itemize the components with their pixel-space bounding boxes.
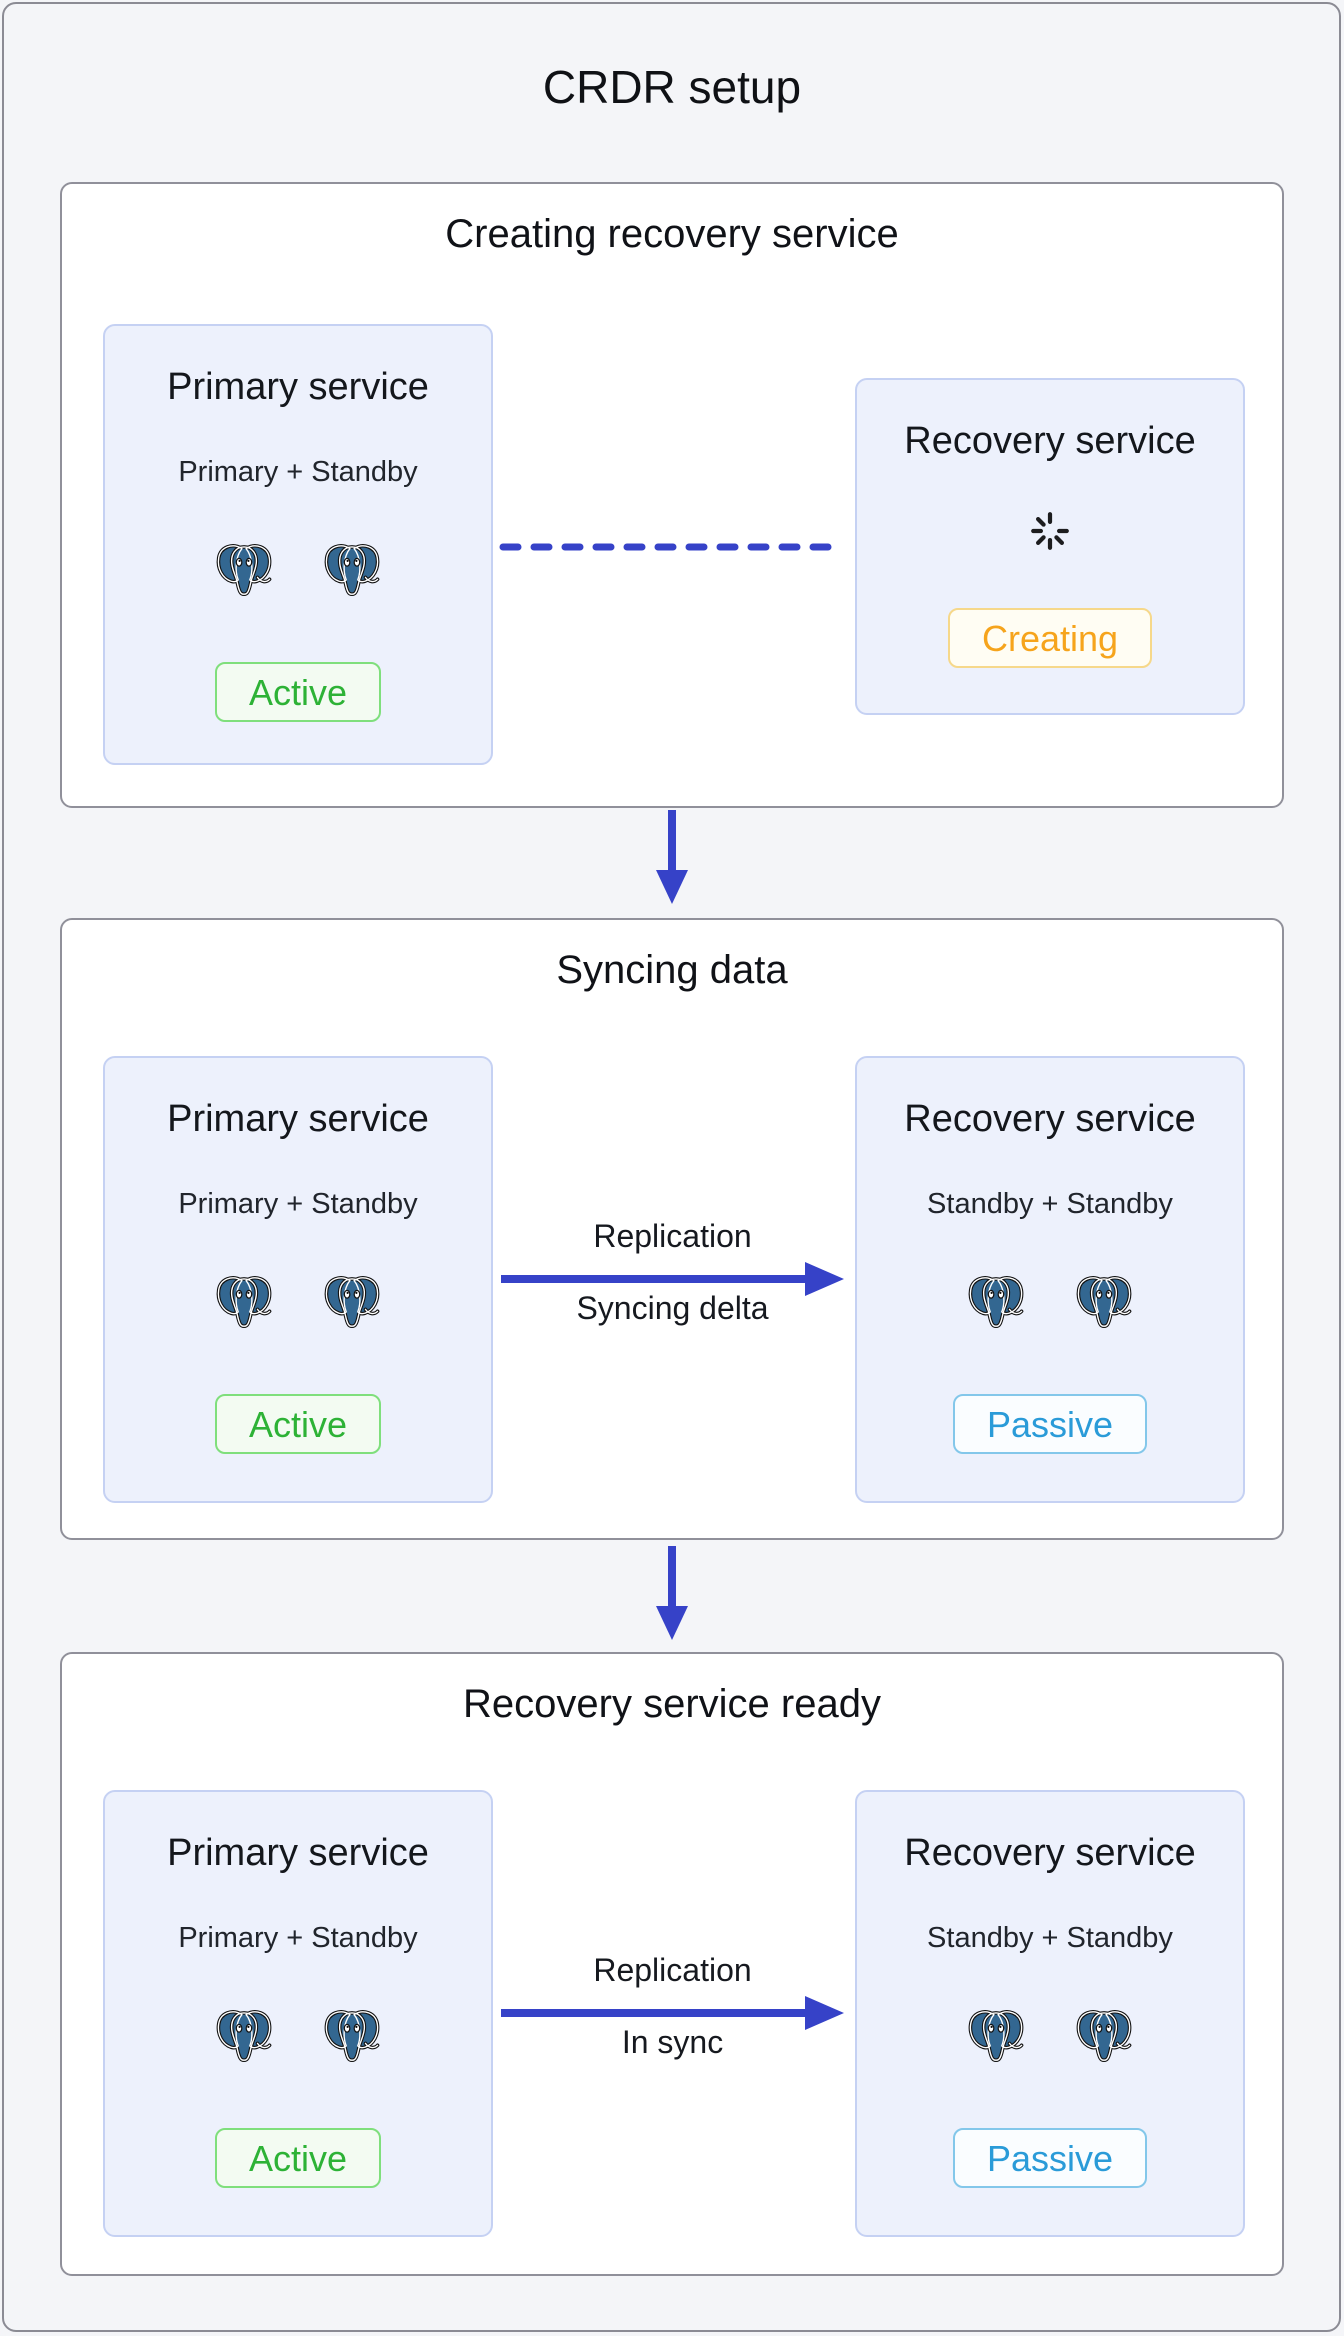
service-topology: Primary + Standby <box>178 1188 418 1220</box>
service-title: Primary service <box>167 1832 429 1874</box>
replication-label: Replication <box>593 1952 752 1988</box>
postgresql-elephant-icon <box>963 2006 1029 2072</box>
stage-panel-recovery-service-ready: Recovery service ready Primary service P… <box>60 1652 1284 2276</box>
service-title: Primary service <box>167 366 429 408</box>
replication-connector <box>499 1259 846 1299</box>
sync-state-label: In sync <box>621 2024 724 2060</box>
loading-spinner-icon <box>1027 508 1073 554</box>
primary-service-card: Primary service Primary + Standby Active <box>103 324 493 765</box>
database-instances <box>105 540 491 606</box>
stage-panel-creating-recovery-service: Creating recovery service Primary servic… <box>60 182 1284 808</box>
replication-label: Replication <box>593 1218 752 1254</box>
service-topology: Standby + Standby <box>927 1188 1173 1220</box>
status-badge-creating: Creating <box>947 608 1153 668</box>
database-instances <box>857 2006 1243 2072</box>
service-title: Primary service <box>167 1098 429 1140</box>
stage-heading: Syncing data <box>556 948 788 992</box>
dashed-link-icon <box>499 543 846 551</box>
service-title: Recovery service <box>904 420 1196 462</box>
flow-down-arrow-icon <box>656 810 688 904</box>
stage-heading: Recovery service ready <box>463 1682 881 1726</box>
replication-connector <box>499 1993 846 2033</box>
database-instances <box>105 1272 491 1338</box>
status-badge-active: Active <box>214 2128 382 2188</box>
recovery-service-card: Recovery service Creating <box>855 378 1245 715</box>
status-badge-active: Active <box>214 1394 382 1454</box>
service-topology: Primary + Standby <box>178 456 418 488</box>
postgresql-elephant-icon <box>1071 1272 1137 1338</box>
service-title: Recovery service <box>904 1832 1196 1874</box>
sync-state-label: Syncing delta <box>576 1290 769 1326</box>
service-title: Recovery service <box>904 1098 1196 1140</box>
status-badge-passive: Passive <box>952 1394 1148 1454</box>
stage-heading: Creating recovery service <box>445 212 899 256</box>
flow-down-arrow-icon <box>656 1546 688 1640</box>
database-instances <box>857 1272 1243 1338</box>
page-title: CRDR setup <box>542 61 802 113</box>
postgresql-elephant-icon <box>319 2006 385 2072</box>
postgresql-elephant-icon <box>319 1272 385 1338</box>
status-badge-passive: Passive <box>952 2128 1148 2188</box>
recovery-service-card: Recovery service Standby + Standby Passi… <box>855 1056 1245 1503</box>
postgresql-elephant-icon <box>1071 2006 1137 2072</box>
creating-link-connector <box>499 529 846 565</box>
status-badge-active: Active <box>214 662 382 722</box>
postgresql-elephant-icon <box>319 540 385 606</box>
provisioning-indicator <box>857 508 1243 554</box>
postgresql-elephant-icon <box>211 540 277 606</box>
service-topology: Primary + Standby <box>178 1922 418 1954</box>
recovery-service-card: Recovery service Standby + Standby Passi… <box>855 1790 1245 2237</box>
replication-arrow-icon <box>501 1996 844 2030</box>
database-instances <box>105 2006 491 2072</box>
stage-panel-syncing-data: Syncing data Primary service Primary + S… <box>60 918 1284 1540</box>
postgresql-elephant-icon <box>963 1272 1029 1338</box>
service-topology: Standby + Standby <box>927 1922 1173 1954</box>
primary-service-card: Primary service Primary + Standby Active <box>103 1790 493 2237</box>
primary-service-card: Primary service Primary + Standby Active <box>103 1056 493 1503</box>
postgresql-elephant-icon <box>211 2006 277 2072</box>
postgresql-elephant-icon <box>211 1272 277 1338</box>
replication-arrow-icon <box>501 1262 844 1296</box>
